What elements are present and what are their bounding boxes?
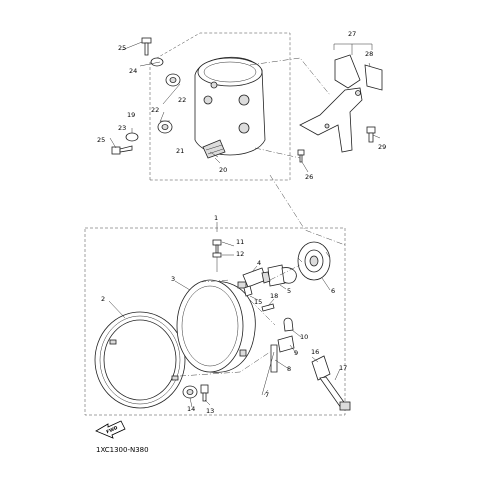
chain-line-lower-3 (269, 264, 301, 281)
bolt-25-upper (141, 37, 152, 56)
callout-27: 27 (348, 30, 356, 38)
callout-15: 15 (254, 298, 262, 306)
callout-12: 12 (236, 250, 244, 258)
callout-leaders (108, 41, 381, 408)
callout-16: 16 (311, 348, 319, 356)
damper-14 (182, 385, 198, 399)
pin-18 (261, 303, 275, 312)
callout-25-upper: 25 (118, 44, 126, 52)
bolt-26 (297, 149, 305, 163)
upper-assembly-box (149, 32, 291, 181)
dust-cover (297, 241, 331, 281)
forward-arrow-icon: FWD (95, 420, 126, 439)
callout-1: 1 (214, 214, 218, 222)
damper-lower (157, 120, 173, 134)
bulb (261, 264, 297, 287)
callout-28: 28 (365, 50, 373, 58)
bolt-25-lower (111, 145, 133, 155)
chain-line-lower-1 (199, 279, 231, 283)
screw-11 (212, 239, 222, 254)
callout-22-lower: 22 (151, 106, 159, 114)
headlight-bracket (299, 54, 383, 153)
callout-3: 3 (171, 275, 175, 283)
chain-line-upper-2 (254, 147, 301, 159)
callout-29: 29 (378, 143, 386, 151)
lower-assembly-box (84, 227, 346, 416)
nut-12 (212, 252, 222, 258)
chain-line-grommet (269, 174, 346, 246)
forward-label: FWD (106, 425, 119, 435)
harness-connector (311, 355, 331, 381)
damper-upper (165, 73, 181, 87)
callout-21: 21 (176, 147, 184, 155)
callout-11: 11 (236, 238, 244, 246)
chain-line-lower-4 (249, 299, 276, 326)
callout-10: 10 (300, 333, 308, 341)
callout-2: 2 (101, 295, 105, 303)
headlight-lens-unit (176, 279, 256, 373)
spring-15 (243, 285, 253, 297)
callout-14: 14 (187, 405, 195, 413)
headlight-case (194, 56, 266, 156)
callout-24: 24 (129, 67, 137, 75)
position-bulb (283, 317, 294, 332)
callout-8: 8 (287, 365, 291, 373)
callout-19: 19 (127, 111, 135, 119)
grommet-assembly (202, 139, 226, 159)
callout-26: 26 (305, 173, 313, 181)
callout-25-lower: 25 (97, 136, 105, 144)
washer-23 (125, 132, 139, 142)
callout-17: 17 (339, 364, 347, 372)
screw-13 (200, 384, 209, 402)
socket-cord (261, 344, 278, 396)
callout-13: 13 (206, 407, 214, 415)
callout-20: 20 (219, 166, 227, 174)
callout-27-bracket (333, 43, 373, 50)
washer-24 (150, 57, 164, 67)
harness-lead (319, 376, 351, 411)
callout-18: 18 (270, 292, 278, 300)
chain-line-lower-2 (179, 351, 271, 377)
diagram-code: 1XC1300-N380 (96, 446, 149, 454)
callout-6: 6 (331, 287, 335, 295)
callout-23: 23 (118, 124, 126, 132)
bolt-29 (366, 126, 376, 143)
callout-5: 5 (287, 287, 291, 295)
bulb-socket (277, 335, 295, 353)
headlight-rim (94, 311, 186, 409)
callout-22-upper: 22 (178, 96, 186, 104)
callout-9: 9 (294, 349, 298, 357)
callout-7: 7 (265, 391, 269, 399)
chain-line-upper-1 (249, 57, 331, 96)
callout-4: 4 (257, 259, 261, 267)
